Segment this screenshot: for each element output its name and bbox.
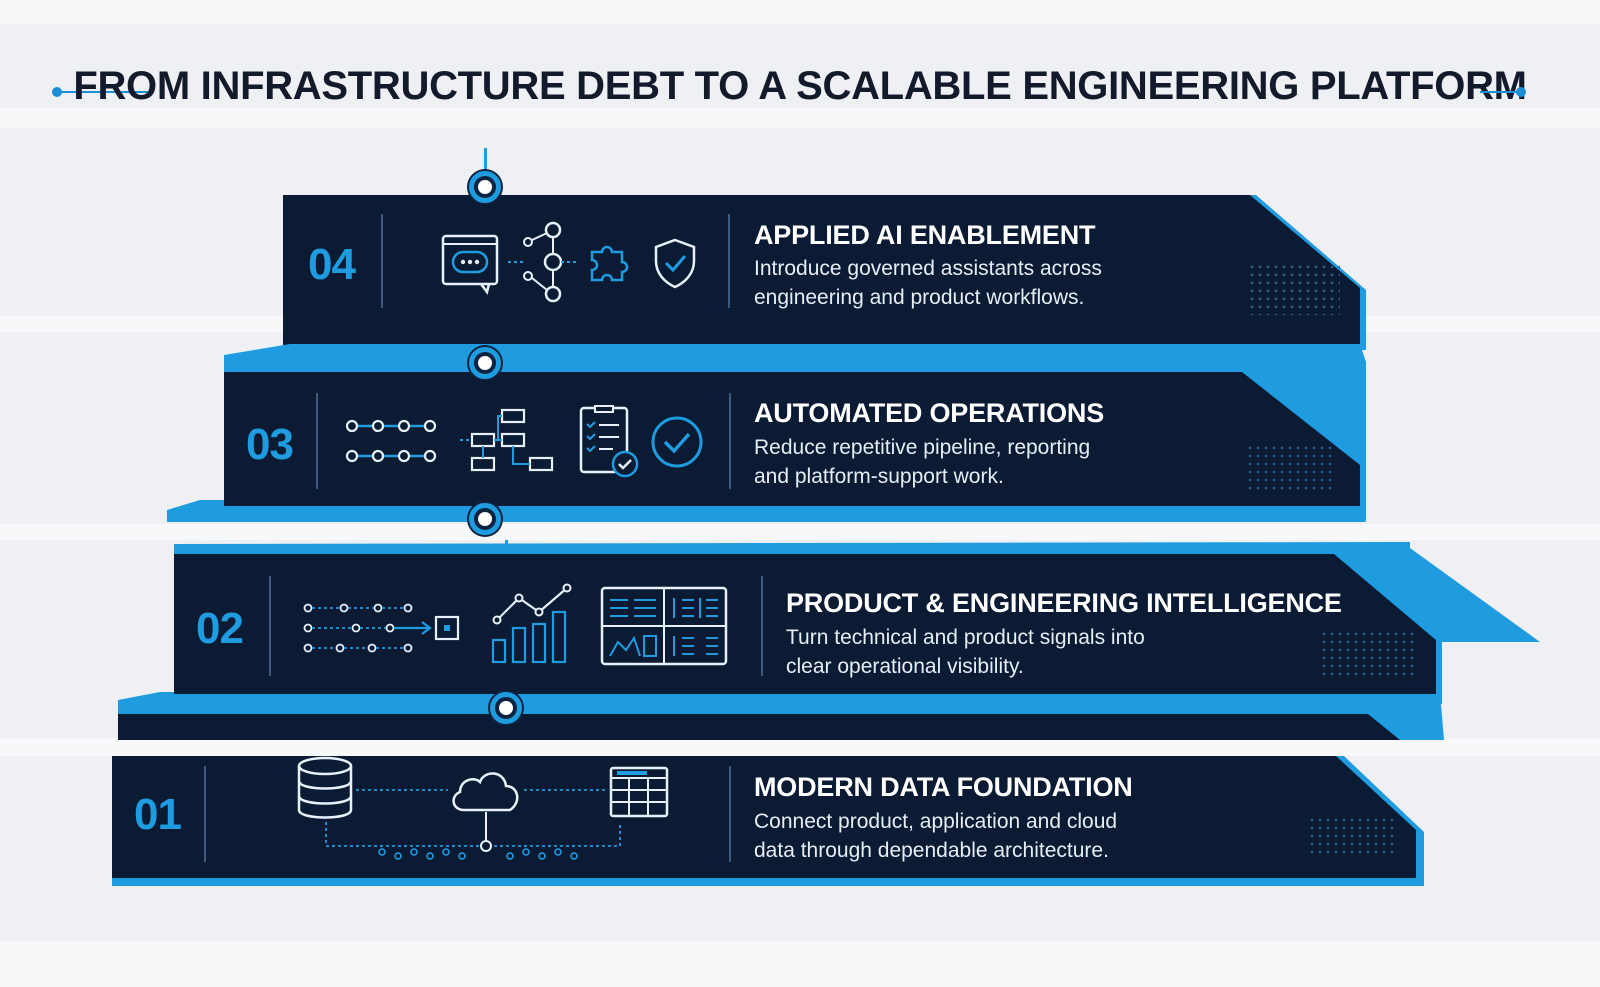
page-title: FROM INFRASTRUCTURE DEBT TO A SCALABLE E…	[73, 64, 1527, 108]
timeline-node-03-02	[469, 503, 501, 535]
timeline-node-top	[469, 171, 501, 203]
signal-flow-icon	[303, 603, 460, 653]
layer-01-divider-left	[204, 766, 206, 862]
layer-04-desc-line-1: Introduce governed assistants across	[754, 257, 1102, 280]
title-band-bottom	[0, 108, 1600, 128]
shield-check-icon	[654, 238, 696, 289]
layer-01-desc-line-1: Connect product, application and cloud	[754, 810, 1118, 833]
layer-04-dot-pattern	[1250, 265, 1340, 315]
title-deco-line-right	[1480, 91, 1522, 93]
layer-04-title: APPLIED AI ENABLEMENT	[754, 220, 1096, 250]
layer-04-divider-left	[381, 214, 383, 308]
band-3	[0, 738, 1600, 756]
timeline-node-02-01	[490, 692, 522, 724]
layer-02-title: PRODUCT & ENGINEERING INTELLIGENCE	[786, 588, 1342, 618]
flowchart-icon	[460, 408, 554, 472]
layer-04-description: Introduce governed assistants across eng…	[754, 254, 1102, 312]
band-2	[0, 524, 1600, 540]
bar-trend-chart-icon	[491, 583, 572, 664]
top-band	[0, 0, 1600, 24]
pipeline-icon	[345, 419, 437, 463]
bottom-band	[0, 942, 1600, 987]
cloud-icon	[452, 772, 519, 812]
node-network-icon	[508, 221, 578, 303]
layer-04-divider-right	[728, 214, 730, 308]
checklist-icon	[579, 405, 639, 478]
layer-02-desc-line-1: Turn technical and product signals into	[786, 626, 1145, 649]
dashboard-icon	[600, 586, 728, 666]
layer-02-desc-line-2: clear operational visibility.	[786, 655, 1024, 678]
layer-03-divider-right	[729, 393, 731, 489]
layer-04-number: 04	[308, 240, 356, 289]
layer-02-number: 02	[196, 604, 244, 653]
timeline-node-04-03	[469, 347, 501, 379]
title-deco-dot-right	[1516, 87, 1526, 97]
puzzle-piece-icon	[590, 245, 629, 282]
layer-03-desc-line-1: Reduce repetitive pipeline, reporting	[754, 436, 1091, 459]
layer-03-dot-pattern	[1248, 446, 1334, 490]
connection-bus-icon	[325, 789, 621, 860]
layer-02-divider-right	[761, 576, 763, 676]
title-deco-line-left	[56, 91, 150, 93]
layer-01-desc-line-2: data through dependable architecture.	[754, 839, 1109, 862]
layer-04-desc-line-2: engineering and product workflows.	[754, 286, 1085, 309]
layer-02-divider-left	[269, 576, 271, 676]
layer-03-description: Reduce repetitive pipeline, reporting an…	[754, 433, 1090, 491]
layer-03-number: 03	[246, 420, 294, 469]
layer-01-dot-pattern	[1310, 818, 1394, 858]
layer-03-desc-line-2: and platform-support work.	[754, 465, 1004, 488]
chat-window-icon	[441, 234, 499, 295]
layer-03-divider-left	[316, 393, 318, 489]
check-circle-icon	[651, 416, 703, 468]
layer-02-dot-pattern	[1322, 632, 1414, 678]
table-icon	[609, 766, 669, 818]
layer-01-title: MODERN DATA FOUNDATION	[754, 772, 1133, 802]
layer-01-divider-right	[729, 766, 731, 862]
database-icon	[297, 756, 353, 819]
layer-03-title: AUTOMATED OPERATIONS	[754, 398, 1105, 428]
layer-01-number: 01	[134, 790, 182, 839]
title-area: FROM INFRASTRUCTURE DEBT TO A SCALABLE E…	[0, 58, 1600, 122]
layer-01-description: Connect product, application and cloud d…	[754, 807, 1117, 865]
layer-02-description: Turn technical and product signals into …	[786, 623, 1145, 681]
